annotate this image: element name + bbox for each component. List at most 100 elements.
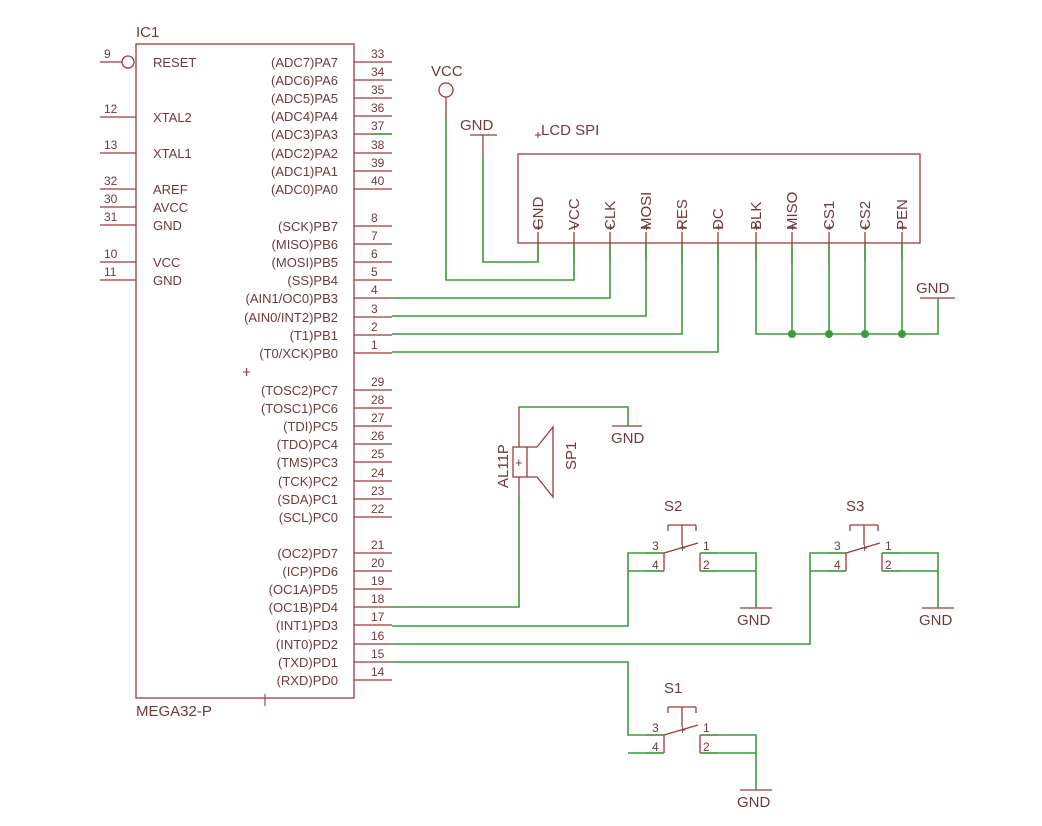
ic-pin-number: 28 — [371, 393, 385, 407]
ic-pin-label: VCC — [153, 255, 180, 270]
ic-pin-number: 25 — [371, 447, 385, 461]
lcd-pin-label: MISO — [784, 192, 801, 230]
ic-pin-number: 17 — [371, 610, 385, 624]
gnd-symbol-s2: GND — [737, 607, 772, 629]
lcd-pin-label: GND — [530, 197, 547, 231]
ic-pin-label: AREF — [153, 182, 188, 197]
ic-pin-number: 36 — [371, 101, 385, 115]
ic-pin-label: (T1)PB1 — [290, 328, 338, 343]
ic-pin-number: 32 — [104, 174, 118, 188]
lcd-pin-plus: + — [826, 220, 833, 234]
net-s2-gnd — [700, 552, 757, 608]
switch-pin-number: 1 — [703, 539, 710, 553]
speaker-cone — [527, 425, 554, 499]
net-res — [392, 244, 683, 335]
ic-pin-label: (ADC3)PA3 — [271, 127, 338, 142]
switch-origin: + — [861, 541, 868, 555]
lcd-pin-label: CS1 — [821, 201, 838, 230]
ic-pin-label: (OC2)PD7 — [277, 546, 338, 561]
ic-pin-label: (TCK)PC2 — [278, 474, 338, 489]
ic-pin-number: 6 — [371, 247, 378, 261]
gnd-symbol-s3: GND — [919, 607, 954, 629]
ic-pin-number: 39 — [371, 156, 385, 170]
ic-pin-number: 13 — [104, 138, 118, 152]
ic-value: MEGA32-P — [136, 703, 212, 720]
lcd-name: LCD SPI — [541, 122, 599, 139]
ic-pin-number: 2 — [371, 320, 378, 334]
net-s3-gnd — [882, 552, 939, 608]
lcd-spi-module: LCD SPI GND+VCC+CLK+MOSI+RES+DC+BLK+MISO… — [517, 122, 921, 262]
lcd-pin-plus: + — [715, 220, 722, 234]
ic-pin-label: (ADC0)PA0 — [271, 182, 338, 197]
ic-pin-number: 4 — [371, 283, 378, 297]
ic-pin-label: (TOSC2)PC7 — [261, 383, 338, 398]
ic-pin-label: (TDO)PC4 — [277, 437, 338, 452]
ic-pin-label: (SS)PB4 — [287, 273, 338, 288]
net-dc — [392, 244, 719, 353]
junction — [825, 330, 833, 338]
ic-pin-label: (ADC1)PA1 — [271, 164, 338, 179]
lcd-pin-label: CS2 — [857, 201, 874, 230]
nets — [392, 118, 939, 790]
ic-pin-number: 26 — [371, 429, 385, 443]
ic-pin-label: (ADC4)PA4 — [271, 109, 338, 124]
vcc-circle — [438, 82, 454, 98]
ic-pin-number: 7 — [371, 229, 378, 243]
ic-pin-number: 27 — [371, 411, 385, 425]
ic-pin-label: (OC1B)PD4 — [269, 600, 338, 615]
ic-name: IC1 — [136, 24, 159, 41]
ic-pin-label: GND — [153, 218, 182, 233]
ic-pin-label: (INT1)PD3 — [276, 618, 338, 633]
ic-pin-number: 22 — [371, 502, 385, 516]
ic-pin-number: 16 — [371, 629, 385, 643]
gnd-label-speaker: GND — [611, 430, 645, 447]
ic-pin-label: (ADC5)PA5 — [271, 91, 338, 106]
ic-pin-number: 35 — [371, 83, 385, 97]
ic-pin-number: 9 — [104, 47, 111, 61]
switch-pin-number: 2 — [703, 558, 710, 572]
ic-pin-number: 3 — [371, 302, 378, 316]
ic-pin-label: (TMS)PC3 — [277, 455, 338, 470]
junction — [788, 330, 796, 338]
switch-blade — [845, 542, 881, 554]
speaker-magnet — [512, 446, 528, 478]
ic-pin-label: (MISO)PB6 — [272, 237, 338, 252]
net-clk — [392, 244, 611, 299]
ic-pin-label: (MOSI)PB5 — [272, 255, 338, 270]
switch-pin-number: 1 — [885, 539, 892, 553]
ic-pin-label: XTAL1 — [153, 146, 192, 161]
ic-pin-number: 31 — [104, 210, 118, 224]
ic-pin-label: (AIN1/OC0)PB3 — [246, 291, 338, 306]
switch-blade — [663, 724, 699, 736]
switch-origin: + — [679, 541, 686, 555]
ic-pin-number: 12 — [104, 102, 118, 116]
net-s1-gnd — [700, 734, 757, 790]
ic-pin-label: (TXD)PD1 — [278, 655, 338, 670]
ic-pin-label: (ADC2)PA2 — [271, 146, 338, 161]
junction — [898, 330, 906, 338]
gnd-symbol-lcd: GND — [460, 117, 497, 156]
ic-left-pins: 9RESET12XTAL213XTAL132AREF30AVCC31GND10V… — [100, 47, 196, 288]
ic-right-pins: 33(ADC7)PA734(ADC6)PA635(ADC5)PA536(ADC4… — [244, 47, 392, 688]
ic-pin-number: 38 — [371, 138, 385, 152]
net-pd2-s3 — [392, 552, 846, 645]
gnd-label-s1: GND — [737, 794, 771, 811]
net-pd1-s1 — [392, 661, 664, 736]
ic-pin-label: (SDA)PC1 — [277, 492, 338, 507]
ic-pin-label: XTAL2 — [153, 110, 192, 125]
switch-pin-number: 4 — [652, 740, 659, 754]
ic-pin-number: 11 — [104, 265, 117, 279]
ic-pin-label: (T0/XCK)PB0 — [259, 346, 338, 361]
ic-pin-number: 5 — [371, 265, 378, 279]
switch-origin: + — [679, 723, 686, 737]
ic-pin-number: 40 — [371, 174, 385, 188]
lcd-pin-plus: + — [571, 220, 578, 234]
gnd-symbol-s1: GND — [737, 789, 772, 811]
speaker-plus: + — [515, 455, 523, 470]
lcd-pin-label: RES — [674, 199, 691, 230]
lcd-pins: GND+VCC+CLK+MOSI+RES+DC+BLK+MISO+CS1+CS2… — [530, 192, 911, 262]
ic-pin-label: GND — [153, 273, 182, 288]
speaker-sp1: + AL11P SP1 — [495, 408, 580, 499]
